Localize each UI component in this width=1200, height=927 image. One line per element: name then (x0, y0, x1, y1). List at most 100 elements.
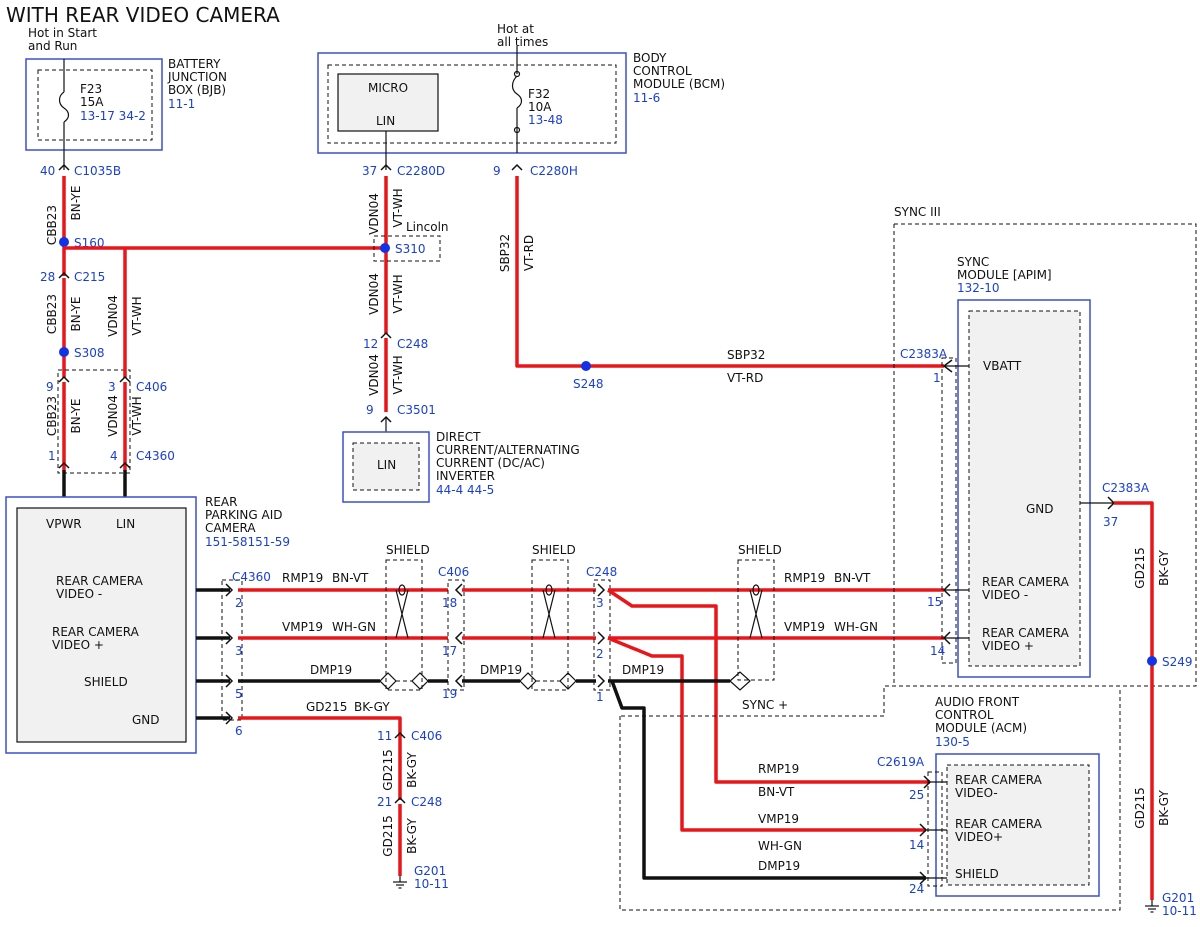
wire-vdn04-mid: VDN04 (367, 273, 381, 315)
bcm-name-1: BODY (633, 51, 667, 65)
c248-pin-1: 1 (596, 690, 604, 704)
c406-gnd-pin: 11 (377, 729, 392, 743)
wire-wh-gn-sync: WH-GN (834, 620, 878, 634)
shield-label-2: SHIELD (532, 543, 576, 557)
c2383a-name-top: C2383A (900, 347, 948, 361)
splice-s310 (380, 243, 390, 253)
inverter-ref: 44-4 44-5 (436, 483, 494, 497)
wire-bn-vt-sync: BN-VT (834, 571, 871, 585)
camera-video-neg-1: REAR CAMERA (56, 574, 144, 588)
sync-iii-label: SYNC III (894, 205, 941, 219)
ground-icon-right (1145, 900, 1159, 913)
rear-parking-aid-camera: VPWR LIN REAR CAMERA VIDEO - REAR CAMERA… (5, 495, 290, 754)
wire-wh-gn-acm: WH-GN (758, 839, 802, 853)
c2383a-gnd-name: C2383A (1102, 481, 1150, 495)
c248-name-mid: C248 (397, 337, 428, 351)
c248-pin-2: 2 (596, 647, 604, 661)
wire-bk-gy-right-1: BK-GY (1157, 550, 1171, 586)
wire-rmp19-1: RMP19 (282, 571, 323, 585)
c2619a-pin-24: 24 (909, 882, 924, 896)
wire-dmp19-acm: DMP19 (758, 859, 800, 873)
c2280h-name: C2280H (530, 164, 578, 178)
inverter-inner (352, 442, 420, 491)
video-bus: C4360 2 3 5 6 RMP19 BN-VT VMP19 WH-GN DM… (196, 543, 944, 891)
sbp32-wire (515, 176, 944, 368)
splice-s160 (59, 237, 69, 247)
inverter-name-3: CURRENT (DC/AC) (436, 456, 545, 470)
hot-all-times-line1: Hot at (497, 22, 534, 36)
camera-ref: 151-58151-59 (205, 535, 290, 549)
battery-junction-box: Hot in Start and Run F23 15A 13-17 34-2 … (25, 26, 227, 151)
sync-video-pos-2: VIDEO + (982, 639, 1034, 653)
wire-cbb23-2: CBB23 (45, 294, 59, 334)
camera-name-3: CAMERA (205, 521, 256, 535)
camera-shield: SHIELD (84, 675, 128, 689)
splice-s249 (1147, 656, 1157, 666)
c248-video-connector (593, 579, 611, 691)
wire-cbb23-3: CBB23 (45, 396, 59, 436)
shield-label-1: SHIELD (386, 543, 430, 557)
wire-vdn04-left-2: VDN04 (106, 395, 120, 437)
wire-vt-rd-horiz: VT-RD (727, 371, 763, 385)
lincoln-label: Lincoln (406, 220, 449, 234)
c406-video-name: C406 (438, 565, 469, 579)
splice-s308 (59, 347, 69, 357)
ground-icon-left (393, 876, 407, 889)
body-control-module: Hot at all times MICRO LIN F32 10A 13-48… (317, 22, 725, 154)
camera-gnd: GND (132, 713, 160, 727)
shield-drain-icon-3 (519, 672, 537, 690)
c2619a-pin-14: 14 (909, 838, 924, 852)
wire-gd215-right-1: GD215 (1133, 547, 1147, 588)
splice-s249-label: S249 (1162, 655, 1193, 669)
bcm-ref: 11-6 (633, 91, 660, 105)
c3501-name: C3501 (397, 403, 436, 417)
c406-c4360-connector-group (57, 369, 131, 474)
bjb-name-3: BOX (BJB) (168, 83, 226, 97)
wire-rmp19-acm: RMP19 (758, 762, 799, 776)
wire-cbb23-1: CBB23 (45, 205, 59, 245)
wire-vdn04-inv: VDN04 (367, 354, 381, 396)
c4360-pin-a: 1 (48, 449, 56, 463)
wire-gd215-1: GD215 (306, 700, 347, 714)
inverter-name-4: INVERTER (436, 469, 495, 483)
wire-vmp19-sync: VMP19 (784, 620, 825, 634)
c215-pin: 28 (40, 270, 55, 284)
splice-s248 (581, 361, 591, 371)
g201-right-name: G201 (1162, 891, 1194, 905)
bcm-page: 13-48 (528, 113, 563, 127)
shield-box-3 (737, 559, 775, 681)
g201-left-name: G201 (414, 864, 446, 878)
wire-vt-wh-mid: VT-WH (391, 274, 405, 313)
c248-pin-12: 12 (363, 337, 378, 351)
sync-video-neg-2: VIDEO - (982, 588, 1028, 602)
audio-front-control-module: AUDIO FRONT CONTROL MODULE (ACM) 130-5 R… (619, 690, 1121, 911)
dmp19-wire-acm (610, 680, 926, 880)
c4360-video-name: C4360 (232, 570, 271, 584)
c215-name: C215 (74, 270, 105, 284)
c4360-video-connector (221, 579, 243, 721)
bjb-name-1: BATTERY (168, 57, 221, 71)
diagram-title: WITH REAR VIDEO CAMERA (6, 3, 280, 27)
bcm-micro: MICRO (368, 81, 408, 95)
hot-start-run-line1: Hot in Start (28, 26, 97, 40)
c406-pin-18: 18 (442, 596, 457, 610)
wire-wh-gn-1: WH-GN (332, 620, 376, 634)
camera-name-1: REAR (205, 495, 237, 509)
g201-left-ref: 10-11 (414, 877, 449, 891)
wire-bn-vt-1: BN-VT (332, 571, 369, 585)
twisted-pair-icon-3 (749, 589, 763, 639)
shield-box-1 (385, 559, 423, 691)
sync-video-pos-1: REAR CAMERA (982, 626, 1070, 640)
sync-gnd: GND (1026, 502, 1054, 516)
c406-pin-17: 17 (442, 644, 457, 658)
c248-gnd-pin: 21 (377, 795, 392, 809)
acm-video-neg-2: VIDEO- (955, 786, 998, 800)
c1035b-name: C1035B (74, 164, 121, 178)
wire-vdn04-left-1: VDN04 (106, 295, 120, 337)
inverter-lin: LIN (377, 458, 396, 472)
acm-name-1: AUDIO FRONT (935, 695, 1020, 709)
lincoln-option-box (373, 235, 441, 262)
hot-all-times-line2: all times (497, 35, 548, 49)
wire-bn-ye-1: BN-YE (69, 185, 83, 220)
